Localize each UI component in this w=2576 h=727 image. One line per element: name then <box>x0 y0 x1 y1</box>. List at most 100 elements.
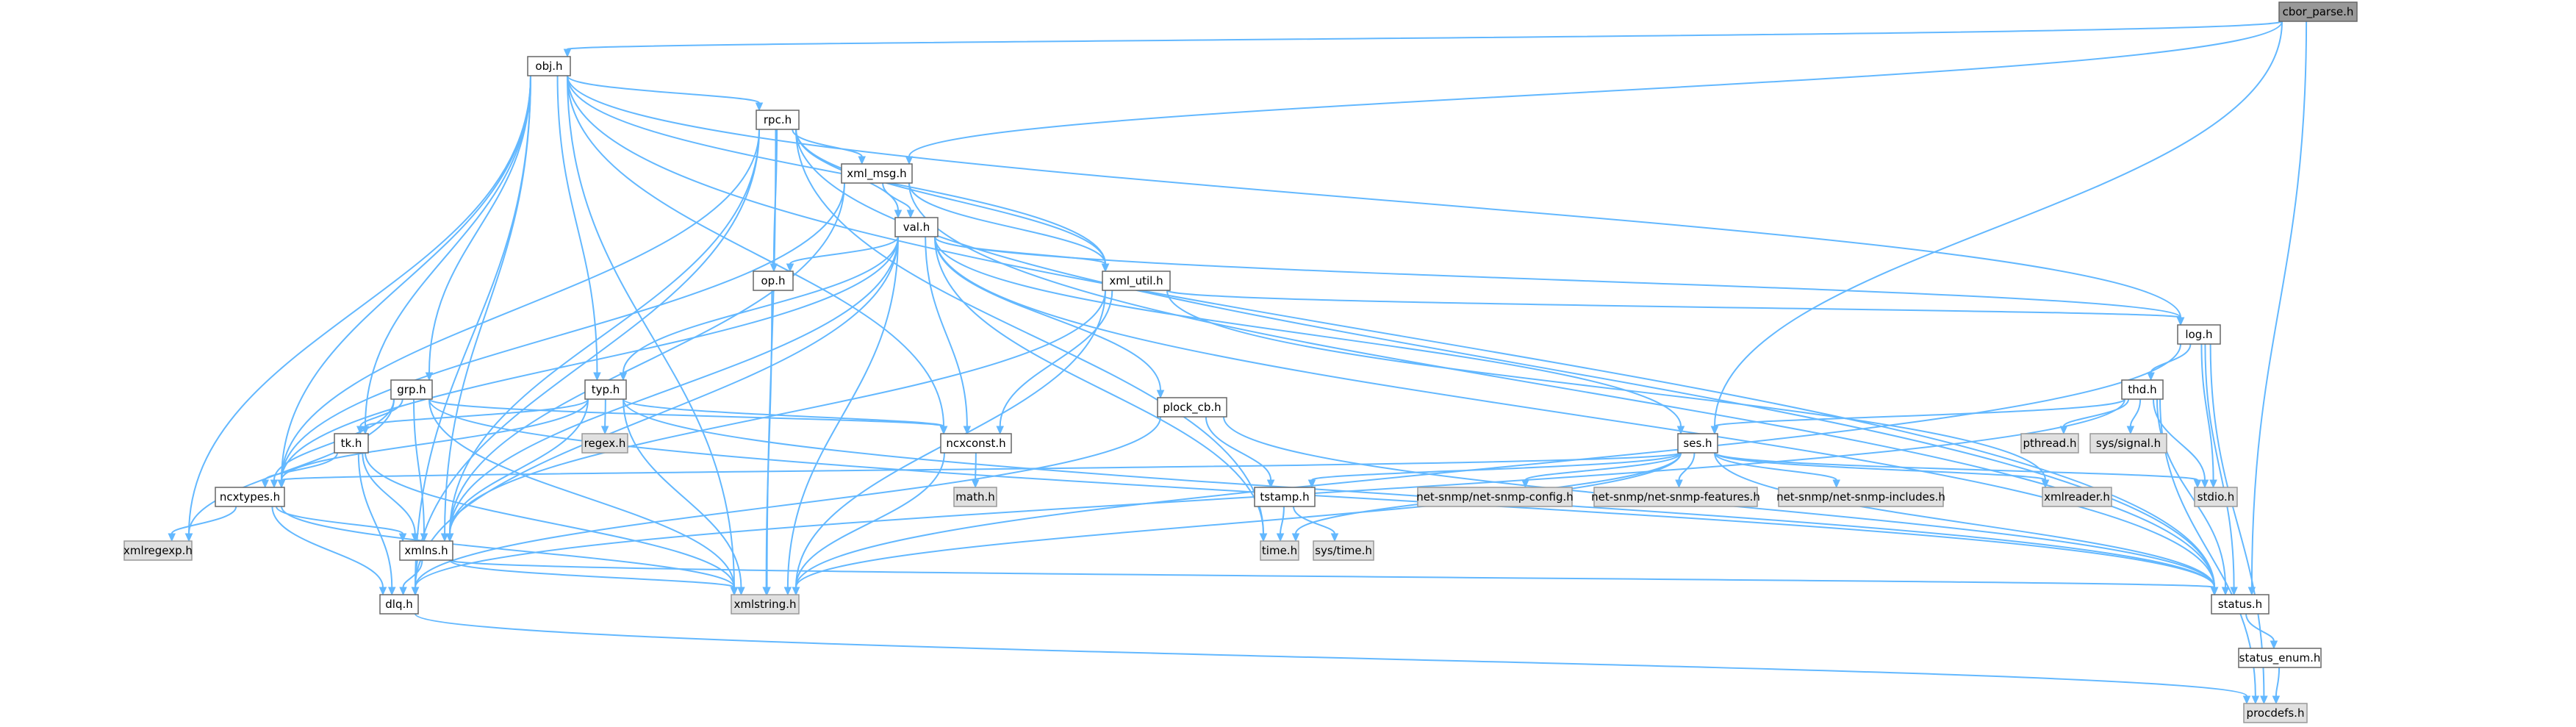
node-xml-msg[interactable]: xml_msg.h <box>841 163 913 184</box>
edge-line <box>449 559 735 588</box>
edge-ses-to-status <box>1714 452 2219 596</box>
arrowhead-icon <box>1276 533 1285 542</box>
arrowhead-icon <box>792 587 800 596</box>
node-typ[interactable]: typ.h <box>584 379 627 400</box>
node-box <box>215 487 285 507</box>
edge-line <box>281 182 845 481</box>
node-box <box>527 56 571 76</box>
edge-line <box>171 506 237 534</box>
edge-status-to-status_enum <box>2245 613 2278 650</box>
arrowhead-icon <box>2230 587 2238 596</box>
node-label: regex.h <box>584 437 626 450</box>
node-thd[interactable]: thd.h <box>2121 379 2164 400</box>
edge-log-to-stdio <box>2200 343 2217 489</box>
edge-line <box>1714 398 2125 427</box>
node-label: status.h <box>2218 598 2262 611</box>
node-cbor-parse[interactable]: cbor_parse.h <box>2278 1 2358 22</box>
arrowhead-icon <box>563 49 572 58</box>
node-op[interactable]: op.h <box>753 271 794 291</box>
edge-obj-to-log <box>567 75 2185 326</box>
arrowhead-icon <box>270 479 279 489</box>
node-label: ses.h <box>1683 437 1712 450</box>
node-label: dlq.h <box>385 598 413 611</box>
node-ncxtypes[interactable]: ncxtypes.h <box>215 487 285 507</box>
node-box <box>2020 433 2079 454</box>
node-tk[interactable]: tk.h <box>334 433 369 454</box>
node-systime: sys/time.h <box>1313 540 1374 561</box>
node-label: typ.h <box>592 383 620 396</box>
node-label: xml_msg.h <box>847 167 906 181</box>
edge-line <box>604 398 606 427</box>
edge-line <box>1714 21 2283 427</box>
edge-line <box>402 559 423 588</box>
edge-line <box>188 75 531 534</box>
edge-ses-to-snmpfeatures <box>1675 452 1696 489</box>
node-box <box>379 594 419 615</box>
node-xmlregexp: xmlregexp.h <box>123 540 193 561</box>
node-label: net-snmp/net-snmp-config.h <box>1416 490 1574 504</box>
node-plock-cb[interactable]: plock_cb.h <box>1157 397 1227 418</box>
edge-line <box>908 182 2215 588</box>
node-label: xmlstring.h <box>734 598 797 611</box>
arrowhead-icon <box>2041 479 2050 489</box>
arrowhead-icon <box>1330 533 1339 542</box>
arrowhead-icon <box>1266 479 1275 489</box>
node-xmlns[interactable]: xmlns.h <box>399 540 453 561</box>
edge-line <box>449 559 2215 588</box>
edge-line <box>908 21 2283 157</box>
edge-line <box>908 182 1106 265</box>
node-label: cbor_parse.h <box>2283 5 2354 19</box>
node-log[interactable]: log.h <box>2177 324 2221 345</box>
edge-line <box>415 75 531 588</box>
arrowhead-icon <box>593 372 601 382</box>
node-box <box>753 271 794 291</box>
edge-line <box>449 129 760 534</box>
edge-ses-to-snmpconfig <box>1521 452 1682 489</box>
node-tstamp[interactable]: tstamp.h <box>1254 487 1316 507</box>
edge-rpc-to-status <box>795 129 2219 596</box>
edge-thd-to-syssignal <box>2126 398 2142 435</box>
arrowhead-icon <box>2270 640 2278 650</box>
node-status[interactable]: status.h <box>2211 594 2270 615</box>
arrowhead-icon <box>445 533 454 542</box>
node-label: grp.h <box>397 383 426 396</box>
edge-val-to-typ <box>619 236 899 382</box>
edge-line <box>795 129 1106 265</box>
node-box <box>581 433 628 454</box>
edge-rpc-to-xmlstring <box>763 129 777 596</box>
node-xml-util[interactable]: xml_util.h <box>1102 271 1171 291</box>
node-label: net-snmp/net-snmp-includes.h <box>1776 490 1945 504</box>
node-box <box>756 110 800 130</box>
edge-xml_msg-to-status <box>908 182 2219 596</box>
node-box <box>334 433 369 454</box>
node-ses[interactable]: ses.h <box>1677 433 1718 454</box>
node-box <box>1157 397 1227 418</box>
edge-line <box>623 398 944 427</box>
node-rpc[interactable]: rpc.h <box>756 110 800 130</box>
arrowhead-icon <box>2260 695 2268 705</box>
edge-tk-to-ncxtypes <box>261 452 338 489</box>
edge-ncxtypes-to-xmlregexp <box>168 506 237 542</box>
node-status-enum[interactable]: status_enum.h <box>2238 648 2322 668</box>
node-label: plock_cb.h <box>1163 401 1221 415</box>
node-dlq[interactable]: dlq.h <box>379 594 419 615</box>
edge-line <box>2209 343 2265 697</box>
node-ncxconst[interactable]: ncxconst.h <box>940 433 1012 454</box>
arrowhead-icon <box>261 479 269 489</box>
arrowhead-icon <box>786 263 794 273</box>
arrowhead-icon <box>2210 587 2219 596</box>
edge-ncxtypes-to-dlq <box>271 506 387 596</box>
arrowhead-icon <box>378 587 387 596</box>
edge-line <box>795 129 2215 588</box>
node-grp[interactable]: grp.h <box>390 379 433 400</box>
node-val[interactable]: val.h <box>894 217 939 237</box>
node-obj[interactable]: obj.h <box>527 56 571 76</box>
arrowhead-icon <box>2272 695 2281 705</box>
node-box <box>1593 487 1758 507</box>
edge-thd-to-stdio <box>2153 398 2209 489</box>
edge-ses-to-tstamp <box>1307 452 1682 489</box>
edge-line <box>1714 452 2215 588</box>
arrowhead-icon <box>1259 533 1268 542</box>
arrowhead-icon <box>1307 479 1316 489</box>
